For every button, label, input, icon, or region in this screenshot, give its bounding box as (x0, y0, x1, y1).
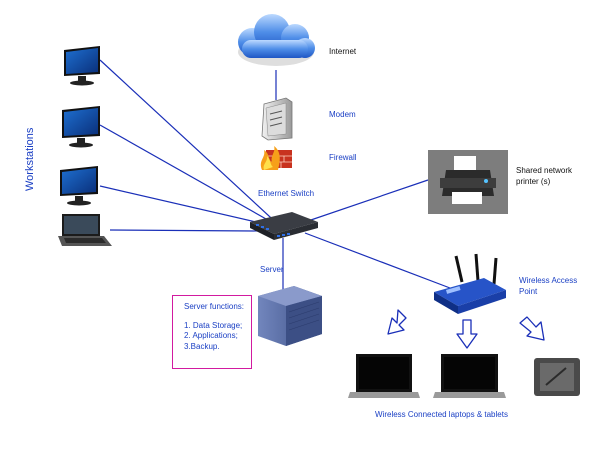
cloud-icon (238, 14, 315, 66)
link-workstation-2 (99, 124, 283, 229)
printer-label-line2: printer (s) (516, 177, 551, 186)
link-workstation-3 (99, 185, 283, 229)
server-function-item: 1. Data Storage; (184, 320, 243, 330)
firewall-label: Firewall (329, 153, 357, 162)
printer-label-line1: Shared network (516, 166, 573, 175)
link-laptop (109, 229, 261, 232)
arrow-icon (387, 309, 407, 335)
connection-lines (99, 59, 451, 290)
tablet-icon (534, 358, 580, 396)
monitor-icon (64, 46, 100, 86)
server-label: Server (260, 265, 284, 274)
workstations-label: Workstations (24, 127, 36, 191)
wap-label-line1: Wireless Access (519, 276, 578, 285)
router-icon (434, 253, 506, 314)
monitor-icon (60, 166, 98, 206)
modem-label: Modem (329, 110, 356, 119)
arrow-icon (519, 316, 545, 341)
firewall-icon (260, 146, 292, 170)
server-function-item: 2. Applications; (184, 331, 238, 340)
arrow-icon (456, 319, 478, 349)
modem-icon (261, 97, 293, 141)
ethernet-switch-label: Ethernet Switch (258, 189, 315, 198)
switch-icon (250, 212, 318, 240)
link-workstation-1 (99, 59, 283, 229)
server-icon (258, 286, 322, 346)
wireless-devices-label: Wireless Connected laptops & tablets (375, 410, 508, 419)
internet-label: Internet (329, 47, 357, 56)
laptop-icon (433, 354, 506, 398)
printer-icon (428, 150, 508, 214)
wap-label-line2: Point (519, 287, 538, 296)
monitor-icon (62, 106, 100, 148)
server-functions-title: Server functions: (184, 302, 245, 311)
server-function-item: 3.Backup. (184, 341, 220, 351)
laptop-icon (348, 354, 420, 398)
link-switch-router (304, 232, 451, 289)
laptop-icon (58, 214, 112, 246)
link-switch-printer (304, 179, 429, 223)
server-functions-box: Server functions: 1. Data Storage; 2. Ap… (172, 295, 252, 369)
